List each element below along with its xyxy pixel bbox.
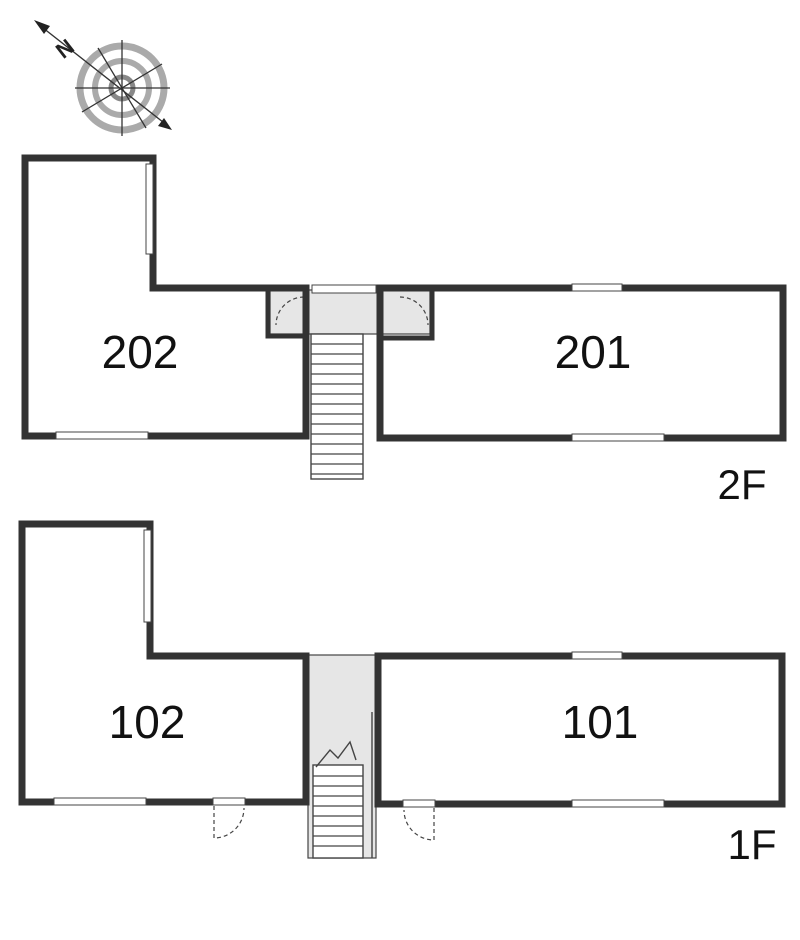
north-arrow-compass-icon: N xyxy=(34,20,172,136)
room-label-102: 102 xyxy=(109,696,186,748)
floor-label-2f: 2F xyxy=(717,461,766,508)
staircase-1f xyxy=(312,740,364,859)
room-202: 202 xyxy=(21,154,310,440)
room-101: 101 xyxy=(374,651,786,841)
floor-2f: 202 201 2F xyxy=(21,154,787,508)
room-102: 102 xyxy=(18,520,310,839)
room-201: 201 xyxy=(376,283,787,442)
staircase-2f xyxy=(310,333,364,480)
floor-label-1f: 1F xyxy=(727,821,776,868)
stair-landing-2f xyxy=(269,289,431,335)
floor-1f: 102 101 1F xyxy=(18,520,786,868)
room-label-202: 202 xyxy=(102,326,179,378)
room-label-101: 101 xyxy=(562,696,639,748)
room-label-201: 201 xyxy=(555,326,632,378)
